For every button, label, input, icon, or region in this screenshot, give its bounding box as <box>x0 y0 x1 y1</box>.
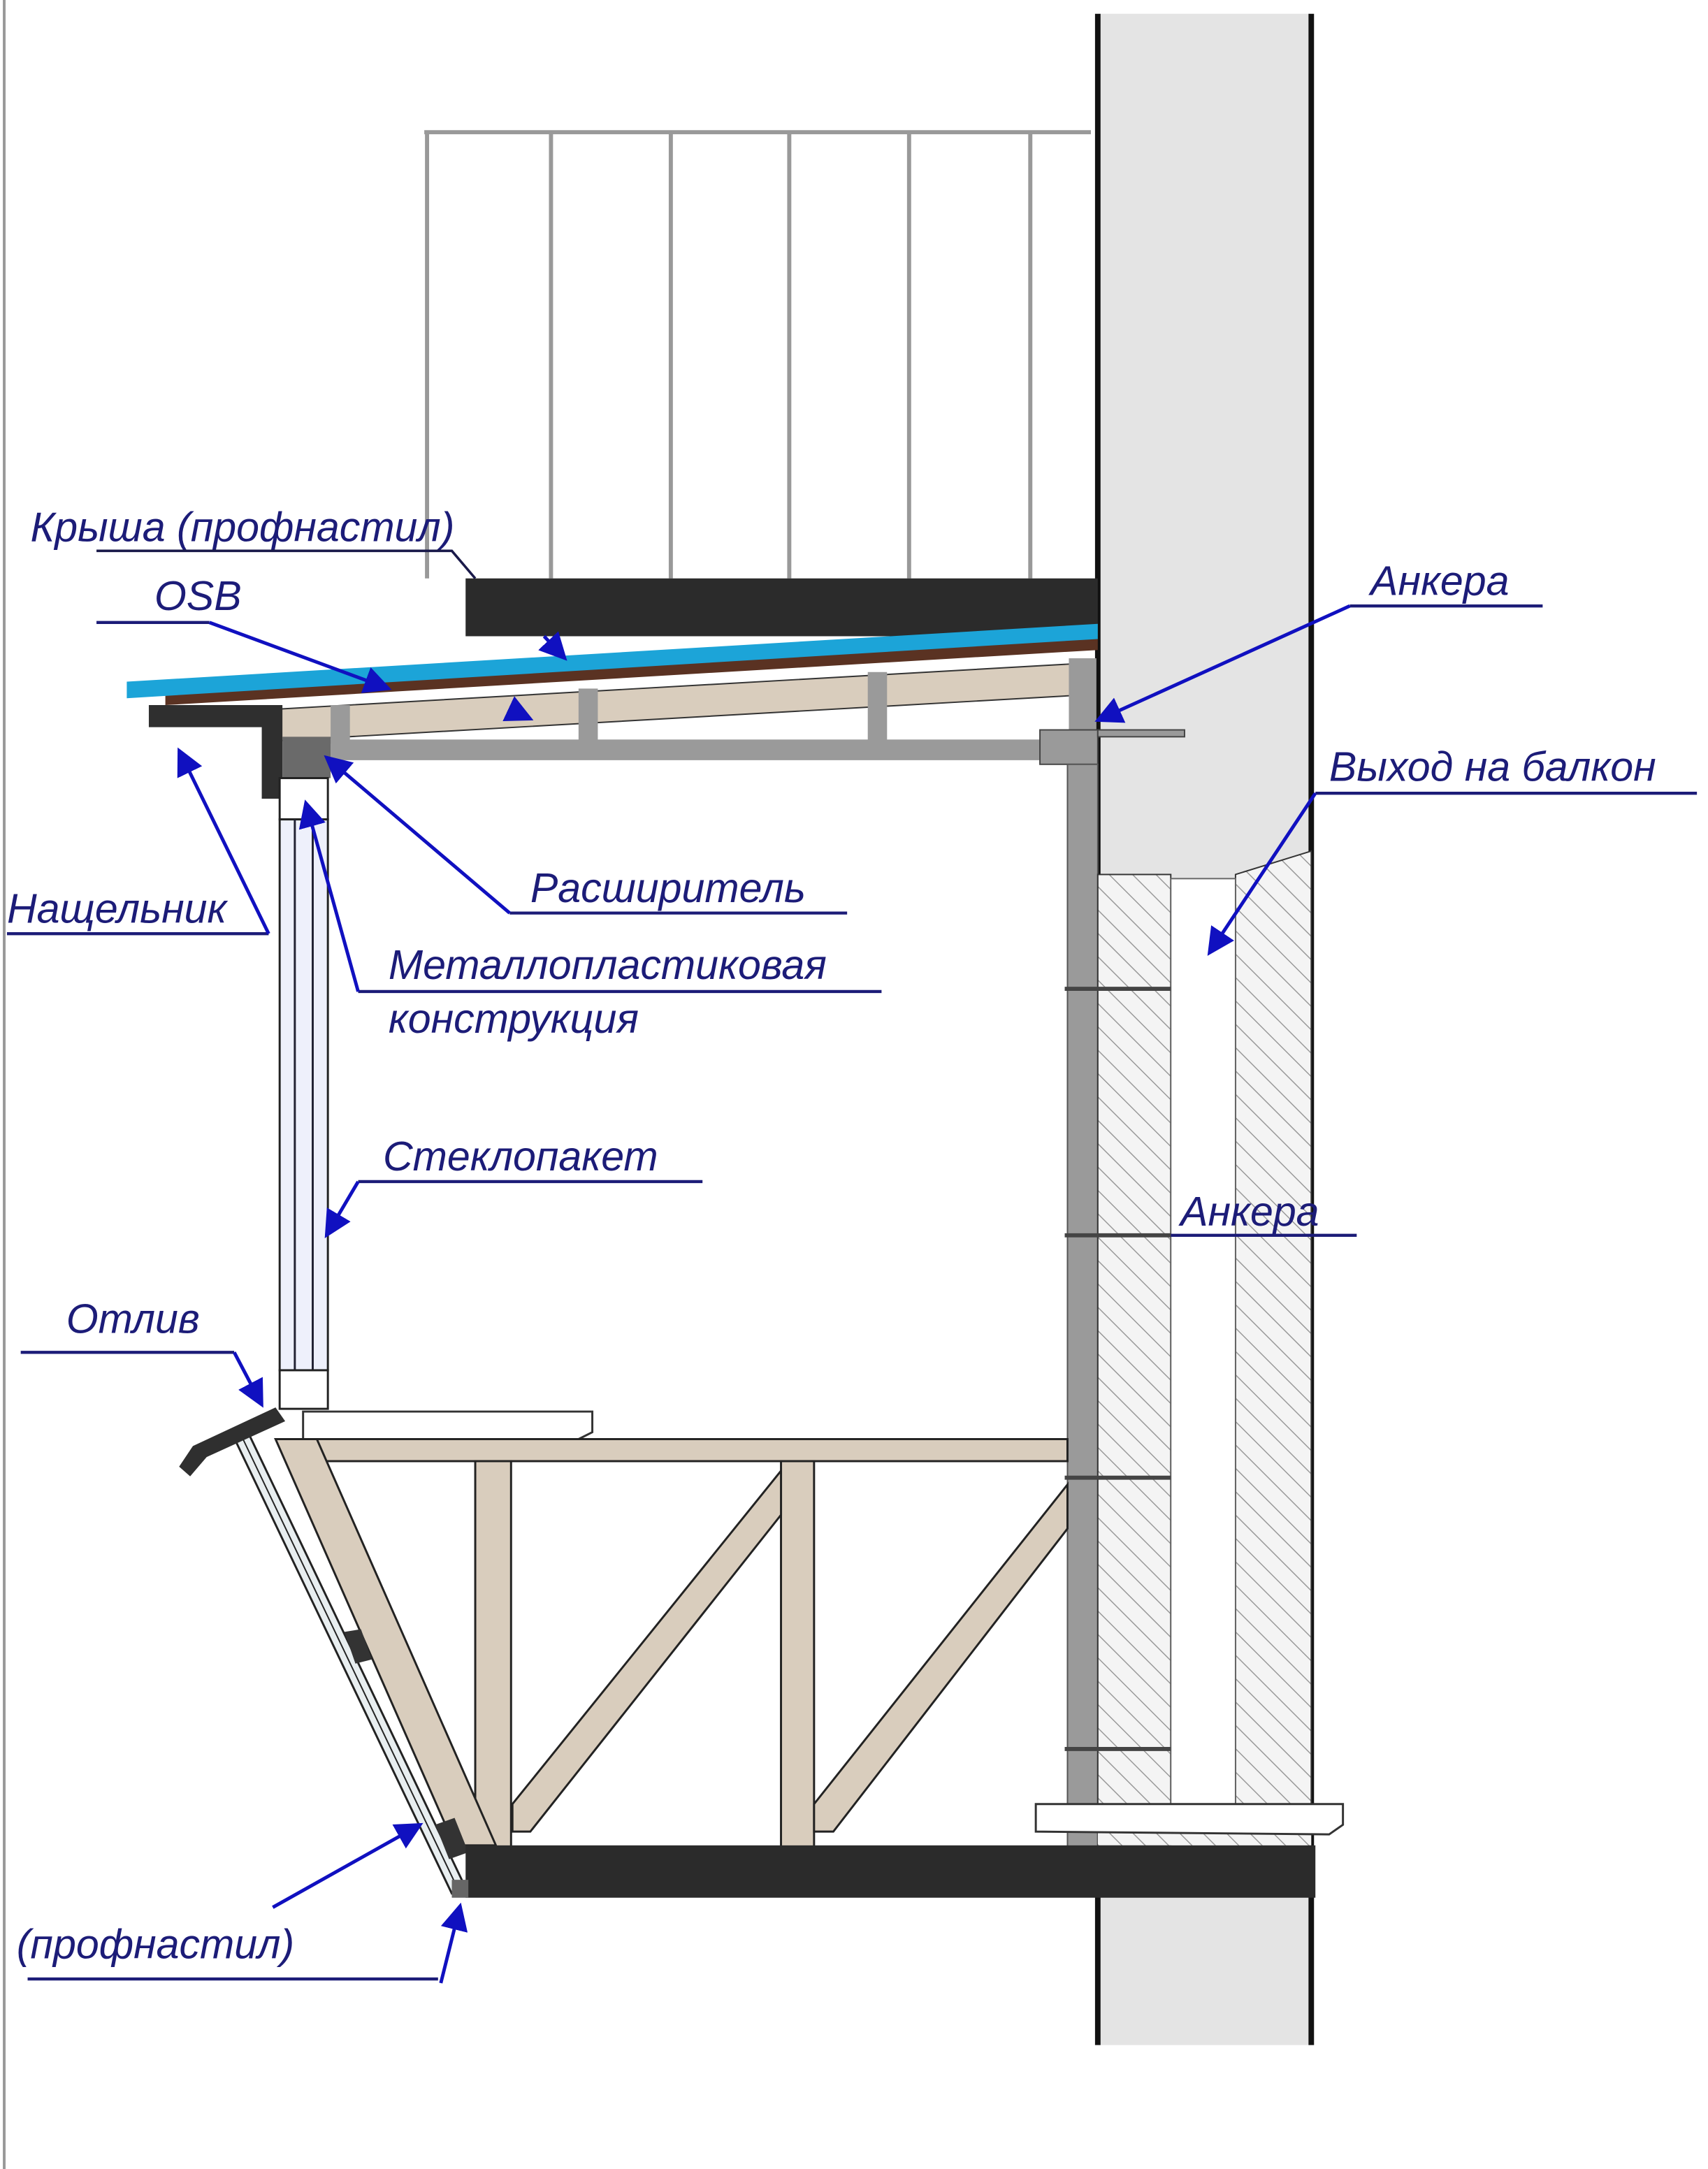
window-sill <box>302 1410 594 1440</box>
osb-board <box>165 637 1098 706</box>
label-extender-text: Расширитель <box>530 864 806 911</box>
slanted-cladding <box>229 1431 470 1895</box>
label-flashing: Нащельник <box>7 747 270 936</box>
label-anchors-top-text: Анкера <box>1368 557 1509 604</box>
steel-post <box>1066 763 1099 1853</box>
top-anchor <box>1039 729 1099 765</box>
label-osb-text: OSB <box>154 572 242 619</box>
flashing <box>148 705 283 799</box>
label-anchors-mid-text: Анкера <box>1178 1188 1319 1235</box>
label-glazing: Стеклопакет <box>324 1133 703 1239</box>
label-cladding: (профнастил) <box>17 1822 468 1984</box>
label-cladding-text: (профнастил) <box>17 1920 294 1967</box>
lower-sill <box>1034 1803 1345 1836</box>
label-osb: OSB <box>96 572 534 722</box>
upper-railing <box>424 130 1091 579</box>
label-drip-text: Отлив <box>66 1296 200 1342</box>
roof-beam <box>331 739 1061 760</box>
label-extender: Расширитель <box>324 755 848 915</box>
extender <box>282 737 331 778</box>
floor-truss <box>274 1438 1069 1848</box>
label-anchors-top: Анкера <box>1094 557 1543 723</box>
lower-slab <box>465 1845 1316 1898</box>
label-glazing-text: Стеклопакет <box>383 1133 658 1180</box>
label-drip: Отлив <box>20 1296 263 1408</box>
label-anchors-mid: Анкера <box>1171 1188 1357 1237</box>
window-frame <box>278 777 329 1410</box>
label-frame-line2: конструкция <box>389 995 639 1042</box>
label-frame-line1: Металлопластиковая <box>389 941 827 988</box>
label-frame: Металлопластиковая конструкция <box>298 799 882 1042</box>
upper-slab <box>465 578 1098 637</box>
label-balcony-exit: Выход на балкон <box>1207 743 1698 956</box>
wall-anchors <box>1064 987 1171 1751</box>
drip-flashing <box>179 1407 286 1477</box>
label-balcony-exit-text: Выход на балкон <box>1329 743 1656 790</box>
label-roof-text: Крыша (профнастил) <box>30 504 454 551</box>
brick-wall-hatched <box>1097 850 1312 1846</box>
label-flashing-text: Нащельник <box>7 885 229 931</box>
label-roof: Крыша (профнастил) <box>30 504 567 661</box>
